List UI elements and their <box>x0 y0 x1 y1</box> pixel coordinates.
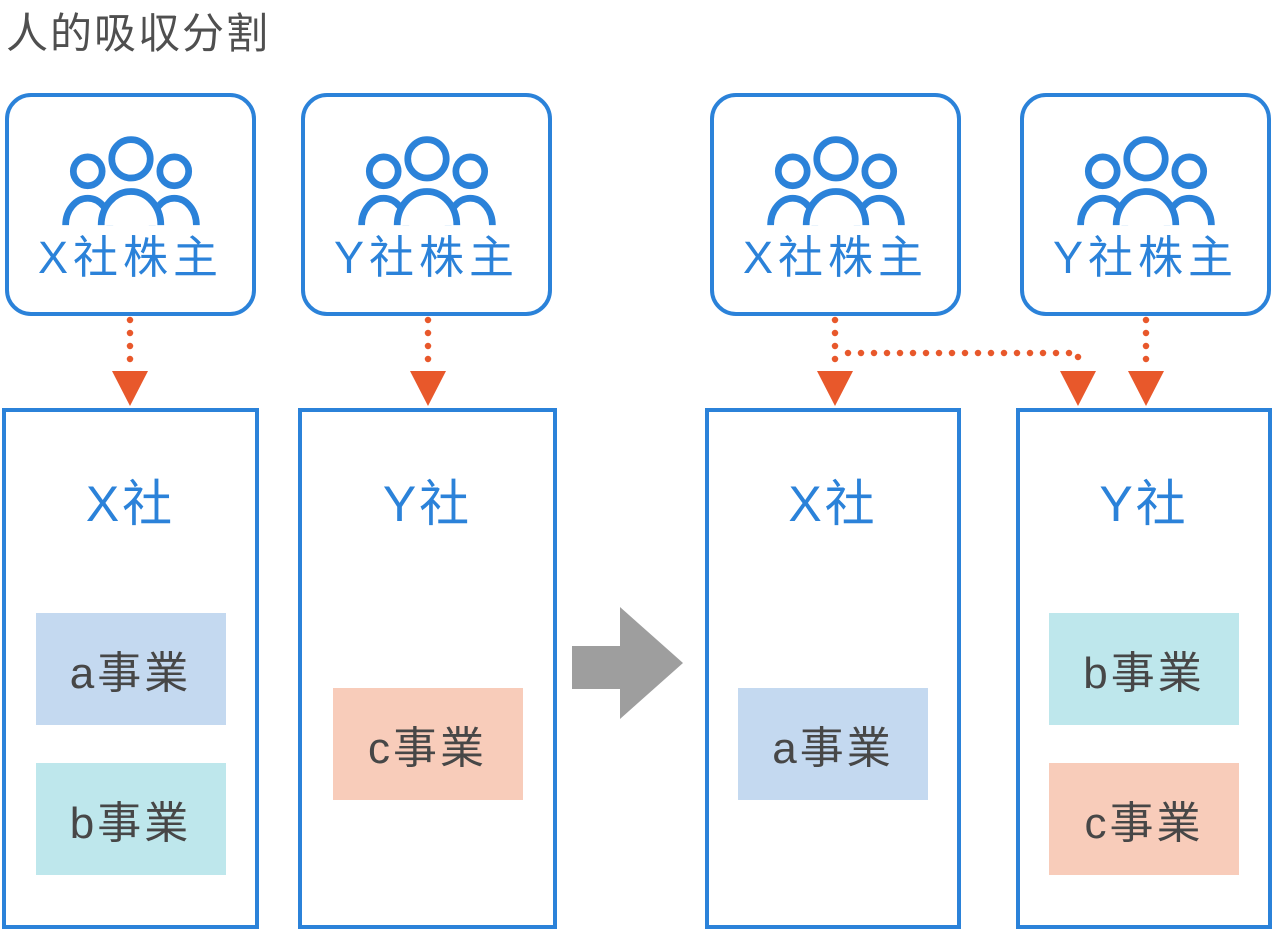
company-name: Y社 <box>1099 476 1189 532</box>
company-name: X社 <box>788 476 878 532</box>
arrowhead-icon <box>410 371 446 406</box>
business-label: a事業 <box>69 649 192 698</box>
company-name: X社 <box>85 476 176 532</box>
diagram-title: 人的吸収分割 <box>6 10 271 57</box>
people-group-icon <box>50 129 212 229</box>
shareholder-label: Y社株主 <box>1052 231 1238 283</box>
business-c-box: c事業 <box>1049 763 1239 875</box>
after-shareholders-x-box: X社株主 <box>710 93 961 316</box>
people-group-icon <box>755 129 917 229</box>
before-company-y-box: Y社 c事業 <box>298 408 557 929</box>
business-label: c事業 <box>368 724 487 773</box>
gray-right-arrow-icon <box>572 607 683 719</box>
business-label: b事業 <box>1083 649 1205 698</box>
business-label: a事業 <box>772 724 894 773</box>
company-name: Y社 <box>382 476 473 532</box>
before-shareholders-y-box: Y社株主 <box>301 93 552 316</box>
after-company-y-box: Y社 b事業 c事業 <box>1016 408 1272 929</box>
business-label: b事業 <box>69 799 192 848</box>
business-b-box: b事業 <box>35 763 226 875</box>
before-company-x-box: X社 a事業 b事業 <box>2 408 259 929</box>
shareholder-label: Y社株主 <box>333 231 519 283</box>
arrowhead-icon <box>112 371 148 406</box>
arrowhead-icon <box>817 371 853 406</box>
business-label: c事業 <box>1084 799 1204 848</box>
people-group-icon <box>1065 129 1227 229</box>
before-shareholders-x-box: X社株主 <box>5 93 256 316</box>
business-b-box: b事業 <box>1049 613 1239 725</box>
business-c-box: c事業 <box>332 688 523 800</box>
dotted-branch-arrow-icon <box>844 349 1082 373</box>
after-company-x-box: X社 a事業 <box>705 408 961 929</box>
business-a-box: a事業 <box>738 688 928 800</box>
people-group-icon <box>346 129 508 229</box>
arrowhead-icon <box>1128 371 1164 406</box>
after-shareholders-y-box: Y社株主 <box>1020 93 1271 316</box>
shareholder-label: X社株主 <box>742 231 928 283</box>
shareholder-label: X社株主 <box>37 231 223 283</box>
arrowhead-icon <box>1060 371 1096 406</box>
business-a-box: a事業 <box>35 613 226 725</box>
